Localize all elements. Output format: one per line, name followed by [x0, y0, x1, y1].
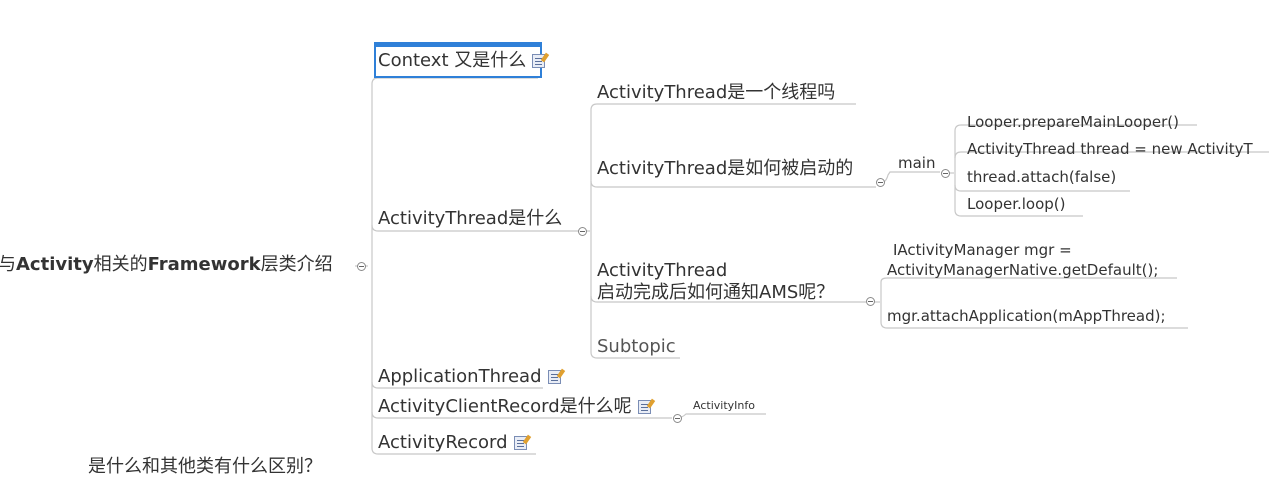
- main-child-loop-label: Looper.loop(): [967, 195, 1066, 213]
- root-collapse-toggle[interactable]: [357, 262, 366, 271]
- topic-how-started[interactable]: ActivityThread是如何被启动的: [597, 160, 853, 178]
- topic-bottom-partial-label: 是什么和其他类有什么区别？: [88, 456, 322, 477]
- ams-child-attach-application[interactable]: mgr.attachApplication(mAppThread);: [887, 309, 1166, 324]
- main-child-attach-label: thread.attach(false): [967, 168, 1117, 186]
- how-started-collapse-toggle[interactable]: [876, 178, 885, 187]
- topic-activity-thread-label: ActivityThread是什么: [378, 208, 563, 229]
- topic-activity-record[interactable]: ActivityRecord: [378, 434, 527, 452]
- ams-child-get-default-line2: ActivityManagerNative.getDefault();: [887, 261, 1159, 279]
- topic-application-thread[interactable]: ApplicationThread: [378, 368, 561, 386]
- client-record-collapse-toggle[interactable]: [673, 414, 682, 423]
- topic-is-thread[interactable]: ActivityThread是一个线程吗: [597, 84, 835, 102]
- notify-ams-collapse-toggle[interactable]: [866, 297, 875, 306]
- main-child-attach[interactable]: thread.attach(false): [967, 170, 1116, 185]
- topic-subtopic[interactable]: Subtopic: [597, 338, 676, 356]
- root-bold-framework: Framework: [147, 254, 261, 275]
- note-icon[interactable]: [547, 370, 561, 384]
- topic-context-label: Context 又是什么: [378, 50, 527, 71]
- note-icon[interactable]: [513, 436, 527, 450]
- selection-handle-bar[interactable]: [374, 42, 542, 47]
- main-collapse-toggle[interactable]: [941, 169, 950, 178]
- topic-main[interactable]: main: [898, 156, 935, 171]
- topic-notify-ams-line2: 启动完成后如何通知AMS呢？: [597, 282, 835, 303]
- topic-bottom-partial[interactable]: 是什么和其他类有什么区别？: [88, 458, 322, 476]
- topic-main-label: main: [898, 154, 936, 172]
- topic-activity-info-label: ActivityInfo: [693, 399, 755, 412]
- root-topic[interactable]: 与Activity相关的Framework层类介绍: [0, 256, 333, 274]
- root-suffix: 层类介绍: [260, 254, 333, 275]
- topic-activity-client-record[interactable]: ActivityClientRecord是什么呢: [378, 398, 651, 416]
- topic-activity-info[interactable]: ActivityInfo: [693, 400, 755, 411]
- ams-child-get-default[interactable]: IActivityManager mgr = ActivityManagerNa…: [887, 240, 1158, 280]
- root-mid: 相关的: [93, 254, 148, 275]
- topic-activity-client-record-label: ActivityClientRecord是什么呢: [378, 396, 632, 417]
- topic-activity-record-label: ActivityRecord: [378, 432, 508, 453]
- main-child-prepare-looper[interactable]: Looper.prepareMainLooper(): [967, 115, 1179, 130]
- connector-lines: [355, 77, 1269, 455]
- topic-how-started-label: ActivityThread是如何被启动的: [597, 158, 854, 179]
- topic-notify-ams-line1: ActivityThread: [597, 260, 728, 281]
- topic-is-thread-label: ActivityThread是一个线程吗: [597, 82, 836, 103]
- topic-application-thread-label: ApplicationThread: [378, 366, 542, 387]
- note-icon[interactable]: [532, 54, 546, 68]
- topic-context[interactable]: Context 又是什么: [378, 50, 546, 71]
- main-child-new-thread[interactable]: ActivityThread thread = new ActivityT: [967, 142, 1253, 157]
- mind-map-canvas: 与Activity相关的Framework层类介绍 Context 又是什么 A…: [0, 0, 1269, 466]
- topic-subtopic-label: Subtopic: [597, 336, 676, 357]
- root-bold-activity: Activity: [16, 254, 94, 275]
- main-child-loop[interactable]: Looper.loop(): [967, 197, 1066, 212]
- note-icon[interactable]: [637, 400, 651, 414]
- root-prefix: 与: [0, 254, 16, 275]
- topic-activity-thread[interactable]: ActivityThread是什么: [378, 210, 562, 228]
- ams-child-get-default-line1: IActivityManager mgr =: [893, 241, 1072, 259]
- main-child-prepare-looper-label: Looper.prepareMainLooper(): [967, 113, 1179, 131]
- main-child-new-thread-label: ActivityThread thread = new ActivityT: [967, 140, 1253, 158]
- topic-notify-ams[interactable]: ActivityThread 启动完成后如何通知AMS呢？: [597, 260, 834, 304]
- activity-thread-collapse-toggle[interactable]: [578, 227, 587, 236]
- ams-child-attach-application-label: mgr.attachApplication(mAppThread);: [887, 307, 1166, 325]
